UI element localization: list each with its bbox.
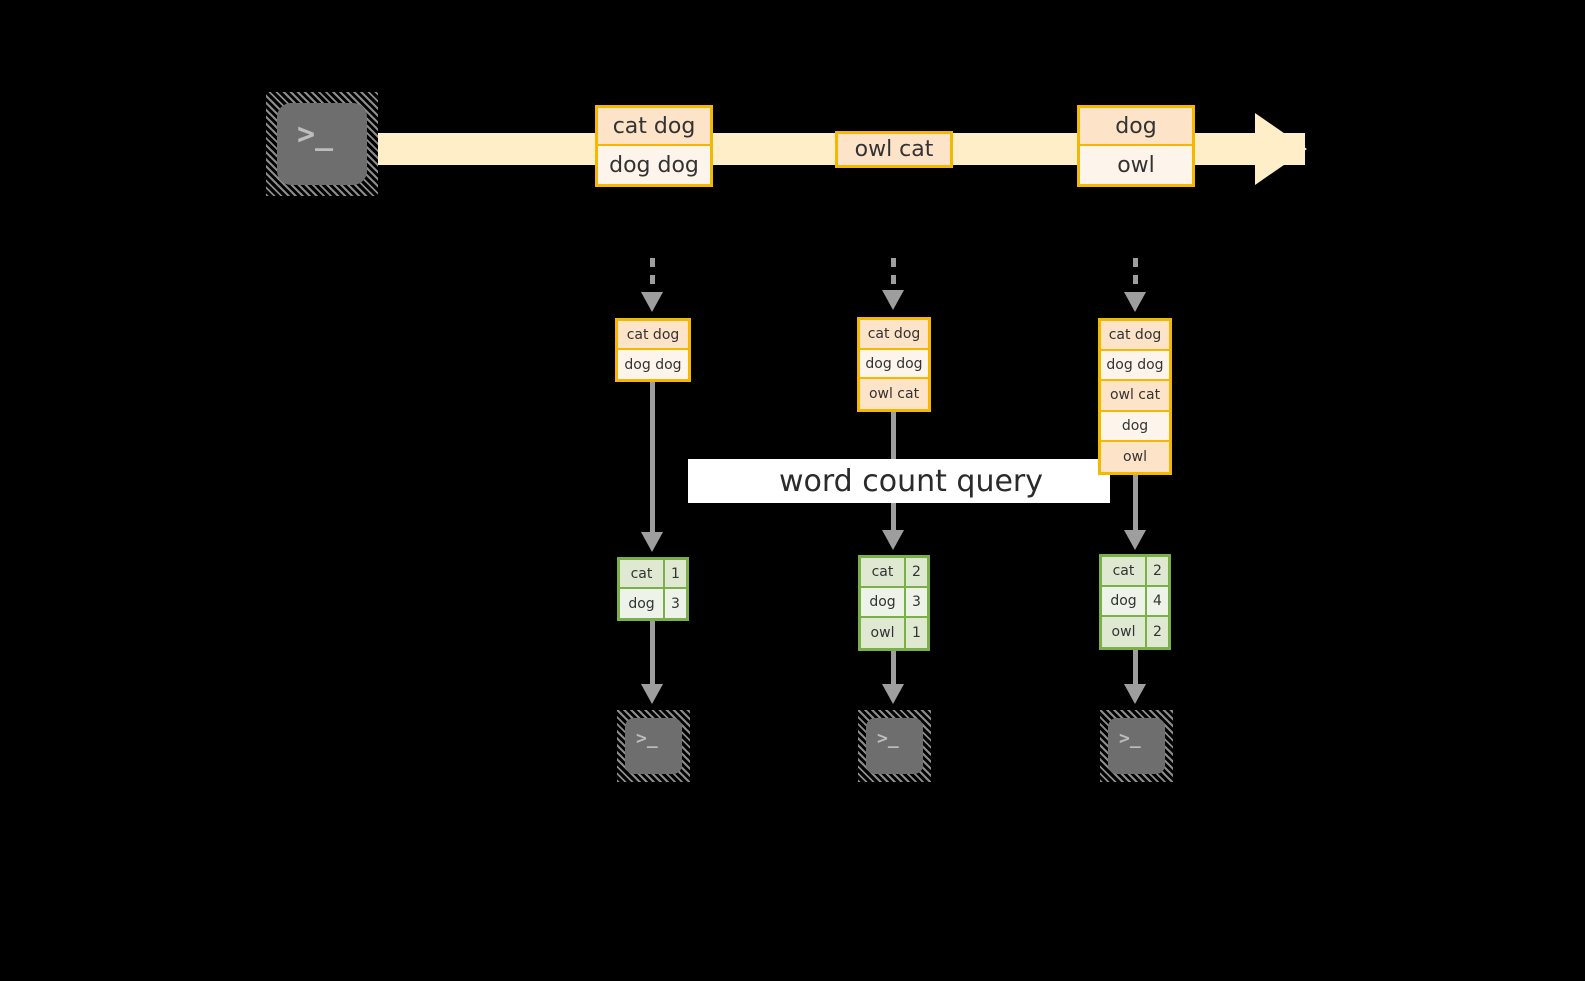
result-table-trigger-3[interactable]: cat 2 dog 4 owl 2 xyxy=(1099,554,1171,650)
result-word: cat xyxy=(861,558,906,586)
result-to-sink-connector-1 xyxy=(650,621,655,686)
result-row: cat 2 xyxy=(861,558,927,588)
result-count: 3 xyxy=(912,593,921,610)
sink-terminal-trigger-2: >_ xyxy=(858,710,931,782)
input-row: cat dog xyxy=(618,321,688,350)
input-to-result-connector-1 xyxy=(650,382,655,534)
result-to-sink-arrowhead-2 xyxy=(882,684,904,704)
result-count: 2 xyxy=(912,564,921,580)
stream-line: dog dog xyxy=(598,146,710,184)
input-row: cat dog xyxy=(860,320,928,350)
input-table-trigger-1[interactable]: cat dog dog dog xyxy=(615,318,691,382)
stream-line: dog xyxy=(1080,108,1192,146)
stream-event-batch-1[interactable]: cat dog dog dog xyxy=(595,105,713,187)
result-word: cat xyxy=(620,560,665,587)
result-row: cat 2 xyxy=(1102,557,1168,587)
result-row: owl 2 xyxy=(1102,616,1168,647)
input-row: owl cat xyxy=(860,379,928,409)
stream-to-input-connector-1 xyxy=(650,258,655,294)
stream-line: cat dog xyxy=(598,108,710,146)
result-to-sink-arrowhead-3 xyxy=(1124,684,1146,704)
input-to-result-arrowhead-3 xyxy=(1124,530,1146,550)
sink-terminal-trigger-3: >_ xyxy=(1100,710,1173,782)
result-count: 4 xyxy=(1153,592,1162,609)
result-to-sink-arrowhead-1 xyxy=(641,684,663,704)
terminal-prompt-glyph: >_ xyxy=(297,117,334,152)
result-row: cat 1 xyxy=(620,560,686,589)
stream-band-arrowhead xyxy=(1255,113,1307,185)
input-row: dog xyxy=(1101,411,1169,442)
terminal-prompt-glyph: >_ xyxy=(877,728,899,749)
result-table-trigger-2[interactable]: cat 2 dog 3 owl 1 xyxy=(858,555,930,651)
input-row: owl cat xyxy=(1101,381,1169,412)
input-to-result-connector-3 xyxy=(1133,475,1138,532)
input-to-result-arrowhead-1 xyxy=(641,532,663,552)
sink-terminal-trigger-1: >_ xyxy=(617,710,690,782)
result-count: 1 xyxy=(671,565,680,582)
stream-line: owl xyxy=(1080,146,1192,184)
input-row: dog dog xyxy=(618,350,688,379)
result-word: cat xyxy=(1102,557,1147,585)
terminal-prompt-glyph: >_ xyxy=(636,728,658,749)
source-terminal-icon: >_ xyxy=(266,92,378,196)
result-word: owl xyxy=(861,617,906,648)
result-count: 1 xyxy=(912,624,921,641)
result-to-sink-connector-3 xyxy=(1133,650,1138,686)
result-table-trigger-1[interactable]: cat 1 dog 3 xyxy=(617,557,689,621)
result-row: dog 3 xyxy=(620,589,686,618)
result-word: owl xyxy=(1102,616,1147,647)
input-row: dog dog xyxy=(860,349,928,380)
result-count: 3 xyxy=(671,595,680,612)
result-to-sink-connector-2 xyxy=(891,651,896,686)
terminal-body xyxy=(277,103,367,185)
word-count-query-label-text: word count query xyxy=(778,463,1044,499)
stream-event-batch-2[interactable]: owl cat xyxy=(835,131,953,168)
stream-to-input-connector-3 xyxy=(1133,258,1138,294)
stream-line: owl cat xyxy=(838,134,950,165)
word-count-query-label: word count query xyxy=(688,459,1110,503)
result-row: owl 1 xyxy=(861,617,927,648)
result-word: dog xyxy=(1102,587,1147,615)
terminal-body xyxy=(1108,718,1165,774)
stream-event-batch-3[interactable]: dog owl xyxy=(1077,105,1195,187)
result-row: dog 4 xyxy=(1102,587,1168,617)
result-word: dog xyxy=(861,588,906,616)
stream-to-input-arrowhead-1 xyxy=(641,292,663,312)
result-count: 2 xyxy=(1153,623,1162,640)
input-row: owl xyxy=(1101,441,1169,472)
input-to-result-arrowhead-2 xyxy=(882,530,904,550)
input-row: dog dog xyxy=(1101,351,1169,382)
terminal-body xyxy=(625,718,682,774)
stream-to-input-arrowhead-3 xyxy=(1124,292,1146,312)
stream-to-input-connector-2 xyxy=(891,258,896,294)
result-row: dog 3 xyxy=(861,588,927,618)
terminal-prompt-glyph: >_ xyxy=(1119,728,1141,749)
input-row: cat dog xyxy=(1101,321,1169,352)
result-count: 2 xyxy=(1153,563,1162,579)
stream-to-input-arrowhead-2 xyxy=(882,290,904,310)
input-table-trigger-2[interactable]: cat dog dog dog owl cat xyxy=(857,317,931,412)
result-word: dog xyxy=(620,589,665,618)
terminal-body xyxy=(866,718,923,774)
input-table-trigger-3[interactable]: cat dog dog dog owl cat dog owl xyxy=(1098,318,1172,475)
